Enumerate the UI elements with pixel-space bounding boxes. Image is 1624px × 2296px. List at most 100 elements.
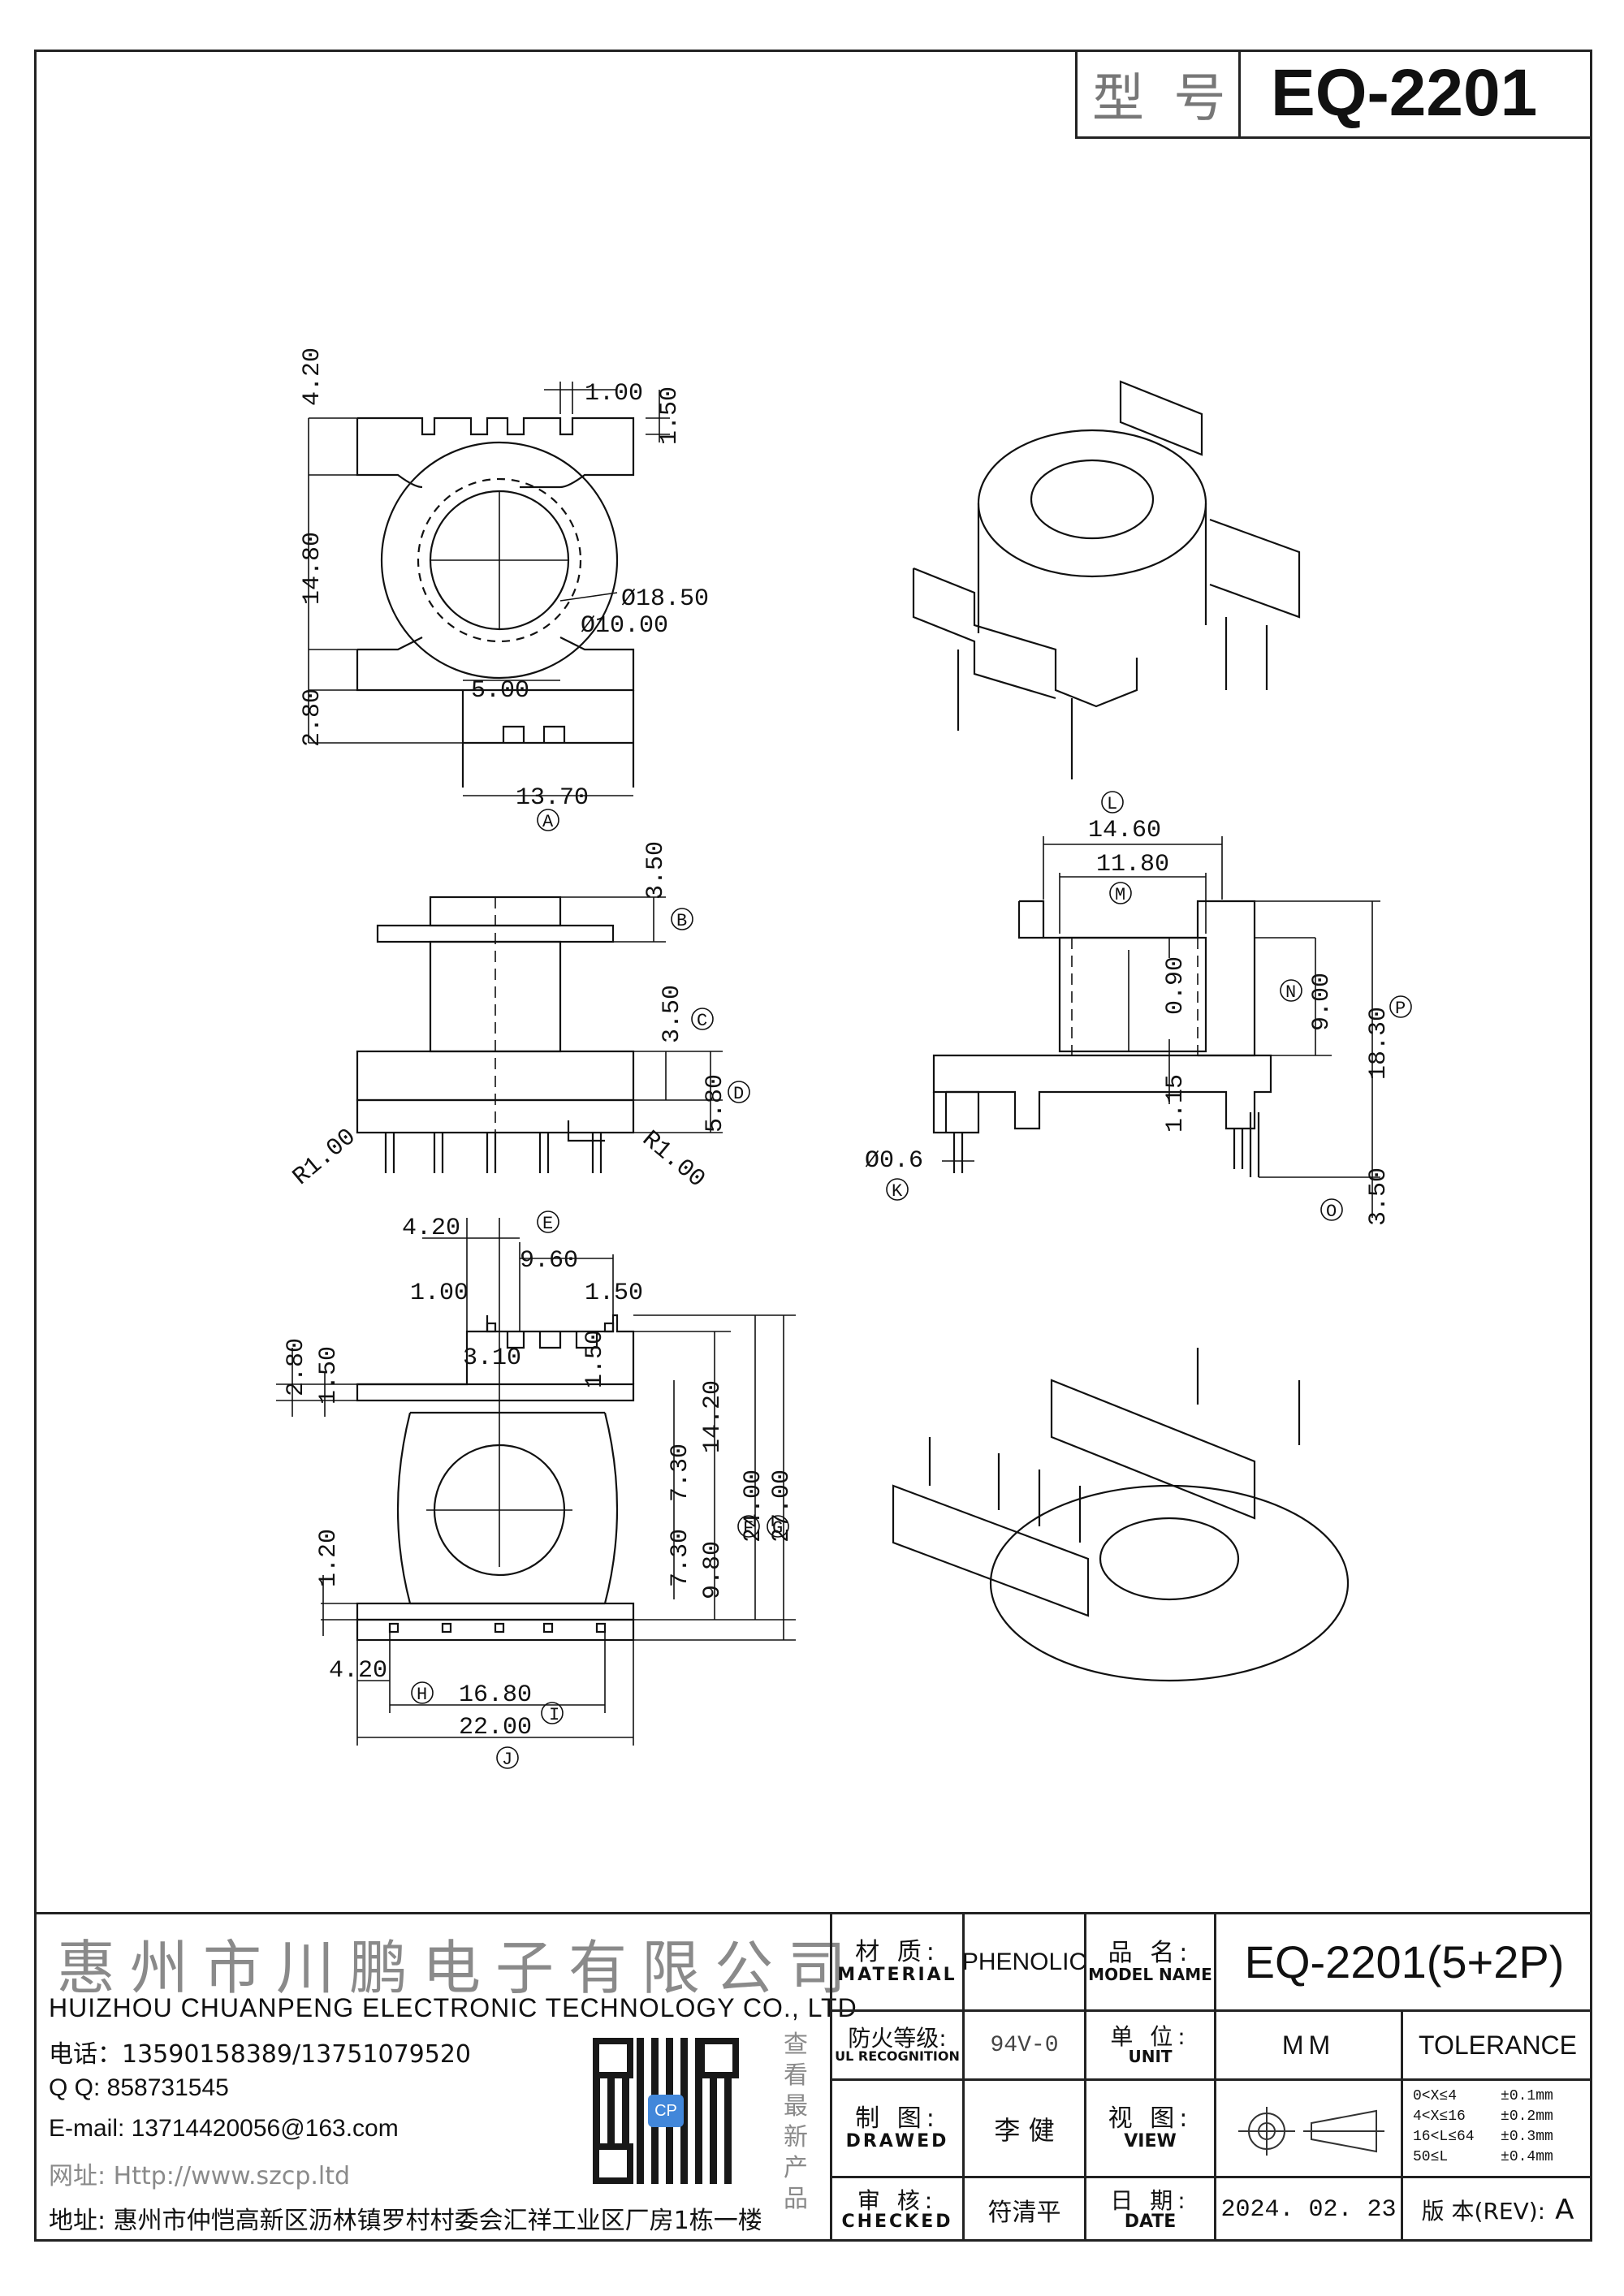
svg-text:F: F — [743, 1518, 754, 1539]
dim-3-10: 3.10 — [463, 1344, 521, 1372]
tag-j: J — [496, 1746, 519, 1770]
dim-1-50b: 1.50 — [315, 1346, 343, 1405]
tolerance-row: 16<L≤64 ±0.3mm — [1413, 2129, 1553, 2145]
dim-1-00b: 1.00 — [410, 1280, 469, 1307]
dim-14-20: 14.20 — [699, 1380, 727, 1453]
dim-14-60: 14.60 — [1088, 817, 1161, 844]
fire-rating-label: 防火等级: UL RECOGNITION — [835, 2024, 960, 2065]
svg-text:P: P — [1395, 999, 1406, 1019]
dim-2-80b: 2.80 — [283, 1338, 310, 1396]
tag-n: N — [1280, 979, 1302, 1003]
dim-1-50c: 1.50 — [581, 1330, 609, 1388]
dim-18-50: Ø18.50 — [621, 585, 709, 613]
tag-c: C — [691, 1008, 714, 1031]
dim-1-20: 1.20 — [315, 1529, 343, 1587]
drawn-label: 制 图: DRAWED — [845, 2104, 949, 2151]
tag-a: A — [537, 809, 559, 832]
svg-text:E: E — [542, 1214, 553, 1234]
svg-text:G: G — [772, 1518, 783, 1539]
dim-1-50a: 1.50 — [585, 1280, 643, 1307]
tag-l: L — [1101, 791, 1124, 814]
svg-text:M: M — [1115, 885, 1125, 905]
svg-text:C: C — [697, 1011, 707, 1031]
tag-p: P — [1389, 995, 1412, 1019]
unit-label: 单 位: UNIT — [1110, 2022, 1190, 2067]
tag-i: I — [541, 1702, 564, 1725]
dim-5-00: 5.00 — [471, 677, 529, 705]
checked-value: 符清平 — [987, 2199, 1061, 2227]
unit-value: MM — [1281, 2030, 1336, 2060]
dim-14-80: 14.80 — [299, 532, 326, 605]
svg-text:N: N — [1285, 982, 1296, 1003]
dim-27-00: 27.00 — [768, 1470, 796, 1543]
dim-2-80: 2.80 — [299, 688, 326, 747]
tag-f: F — [737, 1515, 760, 1539]
svg-text:O: O — [1326, 1202, 1337, 1222]
svg-text:L: L — [1107, 794, 1117, 814]
dim-1-15: 1.15 — [1162, 1074, 1190, 1133]
tolerance-table: 0<X≤4 ±0.1mm 4<X≤16 ±0.2mm 16<L≤64 ±0.3m… — [1413, 2087, 1587, 2168]
dim-c-3-50: 3.50 — [659, 985, 686, 1043]
company-phone: 电话：13590158389/13751079520 — [49, 2040, 472, 2069]
dim-10-00: Ø10.00 — [581, 612, 668, 640]
scan-text: 查看最新产品 — [784, 2031, 808, 2213]
dim-9-80: 9.80 — [699, 1541, 727, 1599]
model-name-value: EQ-2201(5+2P) — [1244, 1936, 1565, 1987]
dim-r-left: R1.00 — [288, 1124, 362, 1192]
front-view — [932, 900, 1272, 1177]
tag-o: O — [1320, 1198, 1343, 1222]
checked-label: 审 核: CHECKED — [841, 2186, 953, 2233]
svg-text:D: D — [733, 1084, 744, 1104]
company-email: E-mail: 13714420056@163.com — [49, 2115, 399, 2142]
dim-0-90: 0.90 — [1162, 956, 1190, 1015]
view-label: 视 图: VIEW — [1108, 2104, 1193, 2151]
dim-r-right: R1.00 — [637, 1126, 710, 1194]
model-name-label: 品 名: MODEL NAME — [1088, 1939, 1212, 1984]
svg-text:I: I — [549, 1705, 559, 1725]
projection-symbol-icon — [1238, 2107, 1384, 2156]
dim-16-80: 16.80 — [459, 1681, 532, 1709]
model-header-box — [1075, 50, 1592, 139]
svg-text:J: J — [502, 1750, 512, 1770]
dim-b-3-50: 3.50 — [642, 841, 670, 900]
tag-m: M — [1109, 882, 1132, 905]
svg-text:B: B — [676, 911, 687, 931]
company-name-en: HUIZHOU CHUANPENG ELECTRONIC TECHNOLOGY … — [49, 1993, 857, 2022]
material-value: PHENOLIC — [961, 1948, 1087, 1975]
dim-0-6: Ø0.6 — [865, 1147, 923, 1175]
dim-d-5-80: 5.80 — [702, 1074, 729, 1133]
dim-9-60: 9.60 — [520, 1247, 578, 1275]
company-qq: Q Q: 858731545 — [49, 2074, 229, 2101]
tag-h: H — [411, 1681, 434, 1705]
qr-code: CP — [593, 2038, 739, 2184]
revision: 版 本(REV): A — [1403, 2178, 1592, 2242]
tag-e: E — [537, 1211, 559, 1234]
dim-13-70: 13.70 — [516, 784, 589, 812]
dim-e-4-20: 4.20 — [402, 1215, 460, 1242]
dim-9-00: 9.00 — [1308, 973, 1336, 1031]
date-value: 2024. 02. 23 — [1220, 2196, 1397, 2224]
dim-4-20b: 4.20 — [329, 1657, 387, 1685]
dim-7-30b: 7.30 — [667, 1529, 694, 1587]
dim-4-20: 4.20 — [299, 347, 326, 406]
dim-18-30: 18.30 — [1365, 1007, 1393, 1080]
tag-k: K — [886, 1178, 909, 1202]
model-value: EQ-2201 — [1271, 56, 1538, 130]
company-address: 地址: 惠州市仲恺高新区沥林镇罗村村委会汇祥工业区厂房1栋一楼 — [49, 2207, 762, 2235]
dim-11-80: 11.80 — [1096, 851, 1169, 878]
dim-o-3-50: 3.50 — [1365, 1167, 1393, 1226]
revision-value: A — [1555, 2194, 1574, 2226]
date-label: 日 期: DATE — [1110, 2186, 1190, 2233]
outer-frame — [34, 50, 1592, 2242]
fire-rating-value: 94V-0 — [990, 2032, 1059, 2058]
dim-7-30a: 7.30 — [667, 1444, 694, 1502]
model-header-divider — [1238, 50, 1241, 139]
tag-g: G — [767, 1515, 789, 1539]
isometric-view-bottom — [892, 1348, 1350, 1682]
tolerance-row: 4<X≤16 ±0.2mm — [1413, 2108, 1553, 2125]
material-label: 材 质: MATERIAL — [837, 1938, 957, 1985]
dim-24-00: 24.00 — [740, 1470, 767, 1543]
drawn-value: 李 健 — [994, 2114, 1055, 2146]
svg-text:H: H — [417, 1685, 427, 1705]
